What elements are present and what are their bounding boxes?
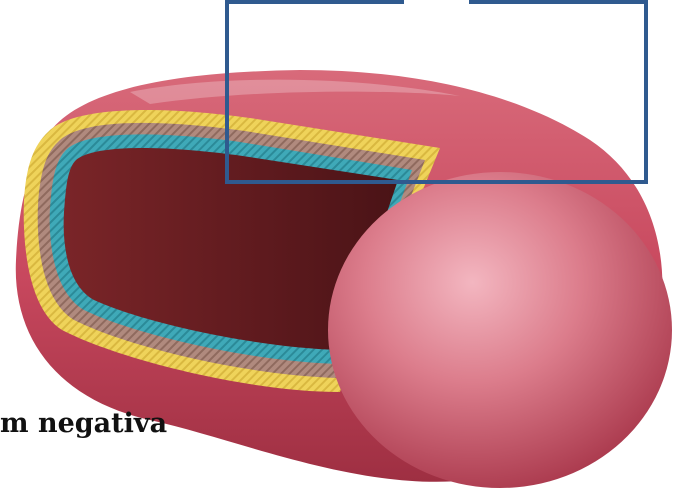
figure-caption: m negativa xyxy=(0,410,167,437)
cell-front-cap xyxy=(328,172,672,488)
